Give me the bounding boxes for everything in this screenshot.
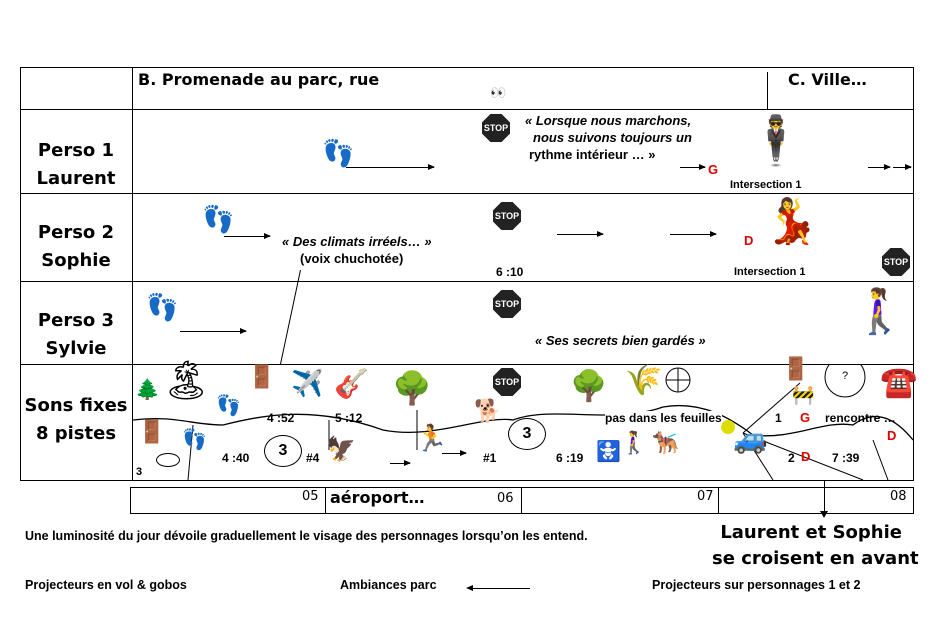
timeline-strip (130, 487, 914, 514)
perso2-note: (voix chuchotée) (300, 251, 404, 266)
note-ambiances: Ambiances parc (340, 578, 437, 592)
time-label: 6 :19 (556, 451, 584, 465)
eyes-icon: 👀 (490, 85, 507, 100)
timeline-marker: 08 (890, 489, 907, 504)
storyboard-table (20, 67, 914, 481)
dog-icon: 🐕 (474, 398, 502, 423)
timeline-marker: 05 (302, 489, 319, 504)
timeline-marker: 07 (697, 489, 714, 504)
guitarist-icon: 🎸 (334, 368, 369, 399)
cloud-3: 3 (508, 418, 546, 450)
timeline-label: aéroport… (330, 488, 425, 507)
number-label: 1 (775, 411, 782, 425)
time-label: 7 :39 (832, 451, 860, 465)
stroller-icon: 🚼 (596, 441, 621, 463)
footprints-icon: 👣 (146, 292, 179, 322)
woman-icon: 🚶‍♀️ (620, 430, 648, 455)
cloud-3: 3 (264, 435, 302, 467)
marker-d: D (801, 449, 811, 464)
laurent-figure-icon: 🕴 (746, 115, 806, 168)
sophie-figure-icon: 💃 (764, 197, 819, 246)
door-icon: 🚪 (138, 419, 166, 444)
intersection-label: Intersection 1 (734, 266, 806, 278)
marker-d: D (887, 428, 897, 443)
timeline-marker: 06 (497, 491, 514, 506)
runner-icon: 🏃 (415, 423, 448, 453)
time-label: 6 :10 (496, 265, 524, 279)
small-cloud-icon (156, 453, 180, 467)
time-label: 5 :12 (335, 411, 363, 425)
tree-icon: 🌲 (135, 379, 160, 401)
tree-icon: 🌳 (570, 370, 608, 403)
stop-sign-icon: STOP (482, 114, 510, 142)
time-label: 4 :52 (267, 411, 295, 425)
tree-icon: 🌳 (392, 370, 432, 406)
marker-d: D (744, 233, 754, 248)
sound-label: rencontre … (825, 411, 896, 425)
sound-label: pas dans les feuilles (605, 411, 722, 425)
perso2-quote: « Des climats irréels… » (282, 234, 432, 249)
sylvie-figure-icon: 🚶‍♀️ (852, 287, 907, 336)
stop-sign-icon: STOP (493, 368, 521, 396)
number-label: 2 (788, 451, 795, 465)
road-sign-icon: 🚧 (792, 385, 815, 405)
footprints-icon: 👣 (216, 395, 241, 417)
track-count: 3 (136, 466, 143, 478)
plane-icon: ✈️ (291, 368, 324, 398)
footprints-icon: 👣 (182, 429, 207, 451)
question-bubble: ? (842, 370, 849, 382)
stop-sign-icon: STOP (493, 290, 521, 318)
door-icon: 🚪 (248, 364, 276, 389)
phone-booth-icon: ☎️ (880, 366, 918, 399)
sound-path-line (133, 365, 913, 480)
grass-icon: 🌾 (625, 364, 663, 397)
note-projecteurs-vol: Projecteurs en vol & gobos (25, 578, 187, 592)
stop-sign-icon: STOP (493, 202, 521, 230)
scene-c-title: C. Ville… (788, 70, 867, 89)
eagle-icon: 🦅 (326, 436, 356, 463)
marker-g: G (800, 410, 811, 425)
dog-walker-icon: 🐕‍🦺 (652, 430, 680, 455)
vehicle-icon: 🚙 (733, 423, 768, 454)
time-label: 4 :40 (222, 451, 250, 465)
note-projecteurs-perso: Projecteurs sur personnages 1 et 2 (652, 578, 861, 592)
footprints-icon: 👣 (202, 204, 235, 234)
door-icon: 🚪 (782, 356, 810, 381)
track-number: #1 (483, 451, 497, 465)
stop-sign-icon: STOP (882, 248, 910, 276)
perso1-quote: « Lorsque nous marchons, nous suivons to… (525, 113, 692, 162)
intersection-label: Intersection 1 (730, 179, 802, 191)
perso3-quote: « Ses secrets bien gardés » (535, 333, 706, 348)
track-number: #4 (306, 451, 320, 465)
note-luminosite: Une luminosité du jour dévoile graduelle… (25, 529, 588, 543)
scene-b-title: B. Promenade au parc, rue (138, 70, 380, 89)
island-icon: 🏝 (162, 360, 211, 402)
footprints-icon: 👣 (322, 138, 355, 168)
marker-g: G (708, 162, 719, 177)
